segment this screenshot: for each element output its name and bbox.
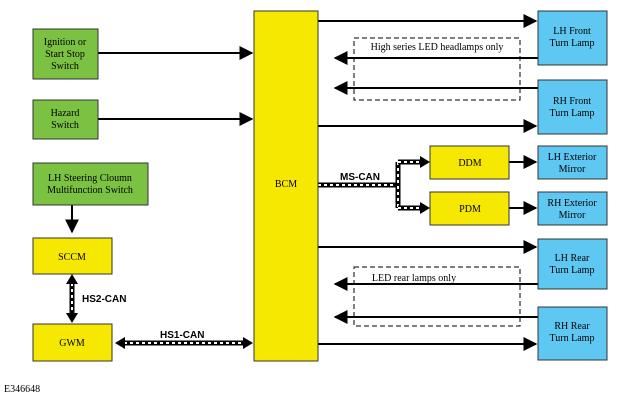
- connections: [65, 14, 538, 351]
- hs2-can-bus: [66, 274, 78, 323]
- rear-lamps-note: LED rear lamps only: [372, 273, 456, 284]
- pdm-label: PDM: [459, 204, 481, 215]
- rh-front-label-2: Turn Lamp: [550, 108, 595, 119]
- lh-mirror-label-2: Mirror: [559, 164, 586, 175]
- hs2-can-label: HS2-CAN: [82, 294, 126, 305]
- rear-lamps-note-box: [353, 266, 521, 327]
- rh-front-label-1: RH Front: [553, 96, 591, 107]
- rh-rear-label-2: Turn Lamp: [550, 333, 595, 344]
- bcm-label: BCM: [275, 179, 297, 190]
- ddm-label: DDM: [458, 158, 481, 169]
- lh-front-label-1: LH Front: [553, 26, 591, 37]
- bcm-module: BCM: [253, 10, 319, 362]
- ignition-label-1: Ignition or: [44, 37, 87, 48]
- ddm-module: DDM: [429, 145, 510, 180]
- lh-front-label-2: Turn Lamp: [550, 38, 595, 49]
- ms-can-label: MS-CAN: [340, 172, 380, 183]
- pdm-module: PDM: [429, 191, 510, 226]
- hs1-can-bus: [115, 337, 253, 349]
- hazard-label-1: Hazard: [51, 108, 80, 119]
- lh-rear-label-2: Turn Lamp: [550, 265, 595, 276]
- gwm-label: GWM: [59, 338, 85, 349]
- lh-mirror-label-1: LH Exterior: [548, 152, 597, 163]
- headlamps-note: High series LED headlamps only: [371, 42, 504, 53]
- ignition-label-2: Start Stop: [45, 49, 85, 60]
- steering-label-1: LH Steering Cloumn: [48, 173, 132, 184]
- headlamps-note-box: [353, 37, 521, 101]
- ignition-label-3: Switch: [51, 61, 79, 72]
- ms-can-bus: [318, 156, 430, 214]
- sccm-module: SCCM: [32, 237, 113, 275]
- gwm-module: GWM: [32, 323, 113, 362]
- rh-mirror-label-1: RH Exterior: [547, 198, 597, 209]
- rh-mirror-label-2: Mirror: [559, 210, 586, 221]
- lh-rear-label-1: LH Rear: [555, 253, 590, 264]
- figure-id: E346648: [4, 384, 40, 395]
- sccm-label: SCCM: [58, 252, 86, 263]
- hs1-can-label: HS1-CAN: [160, 330, 204, 341]
- steering-label-2: Multifunction Switch: [47, 185, 133, 196]
- rh-rear-label-1: RH Rear: [554, 321, 590, 332]
- hazard-label-2: Switch: [51, 120, 79, 131]
